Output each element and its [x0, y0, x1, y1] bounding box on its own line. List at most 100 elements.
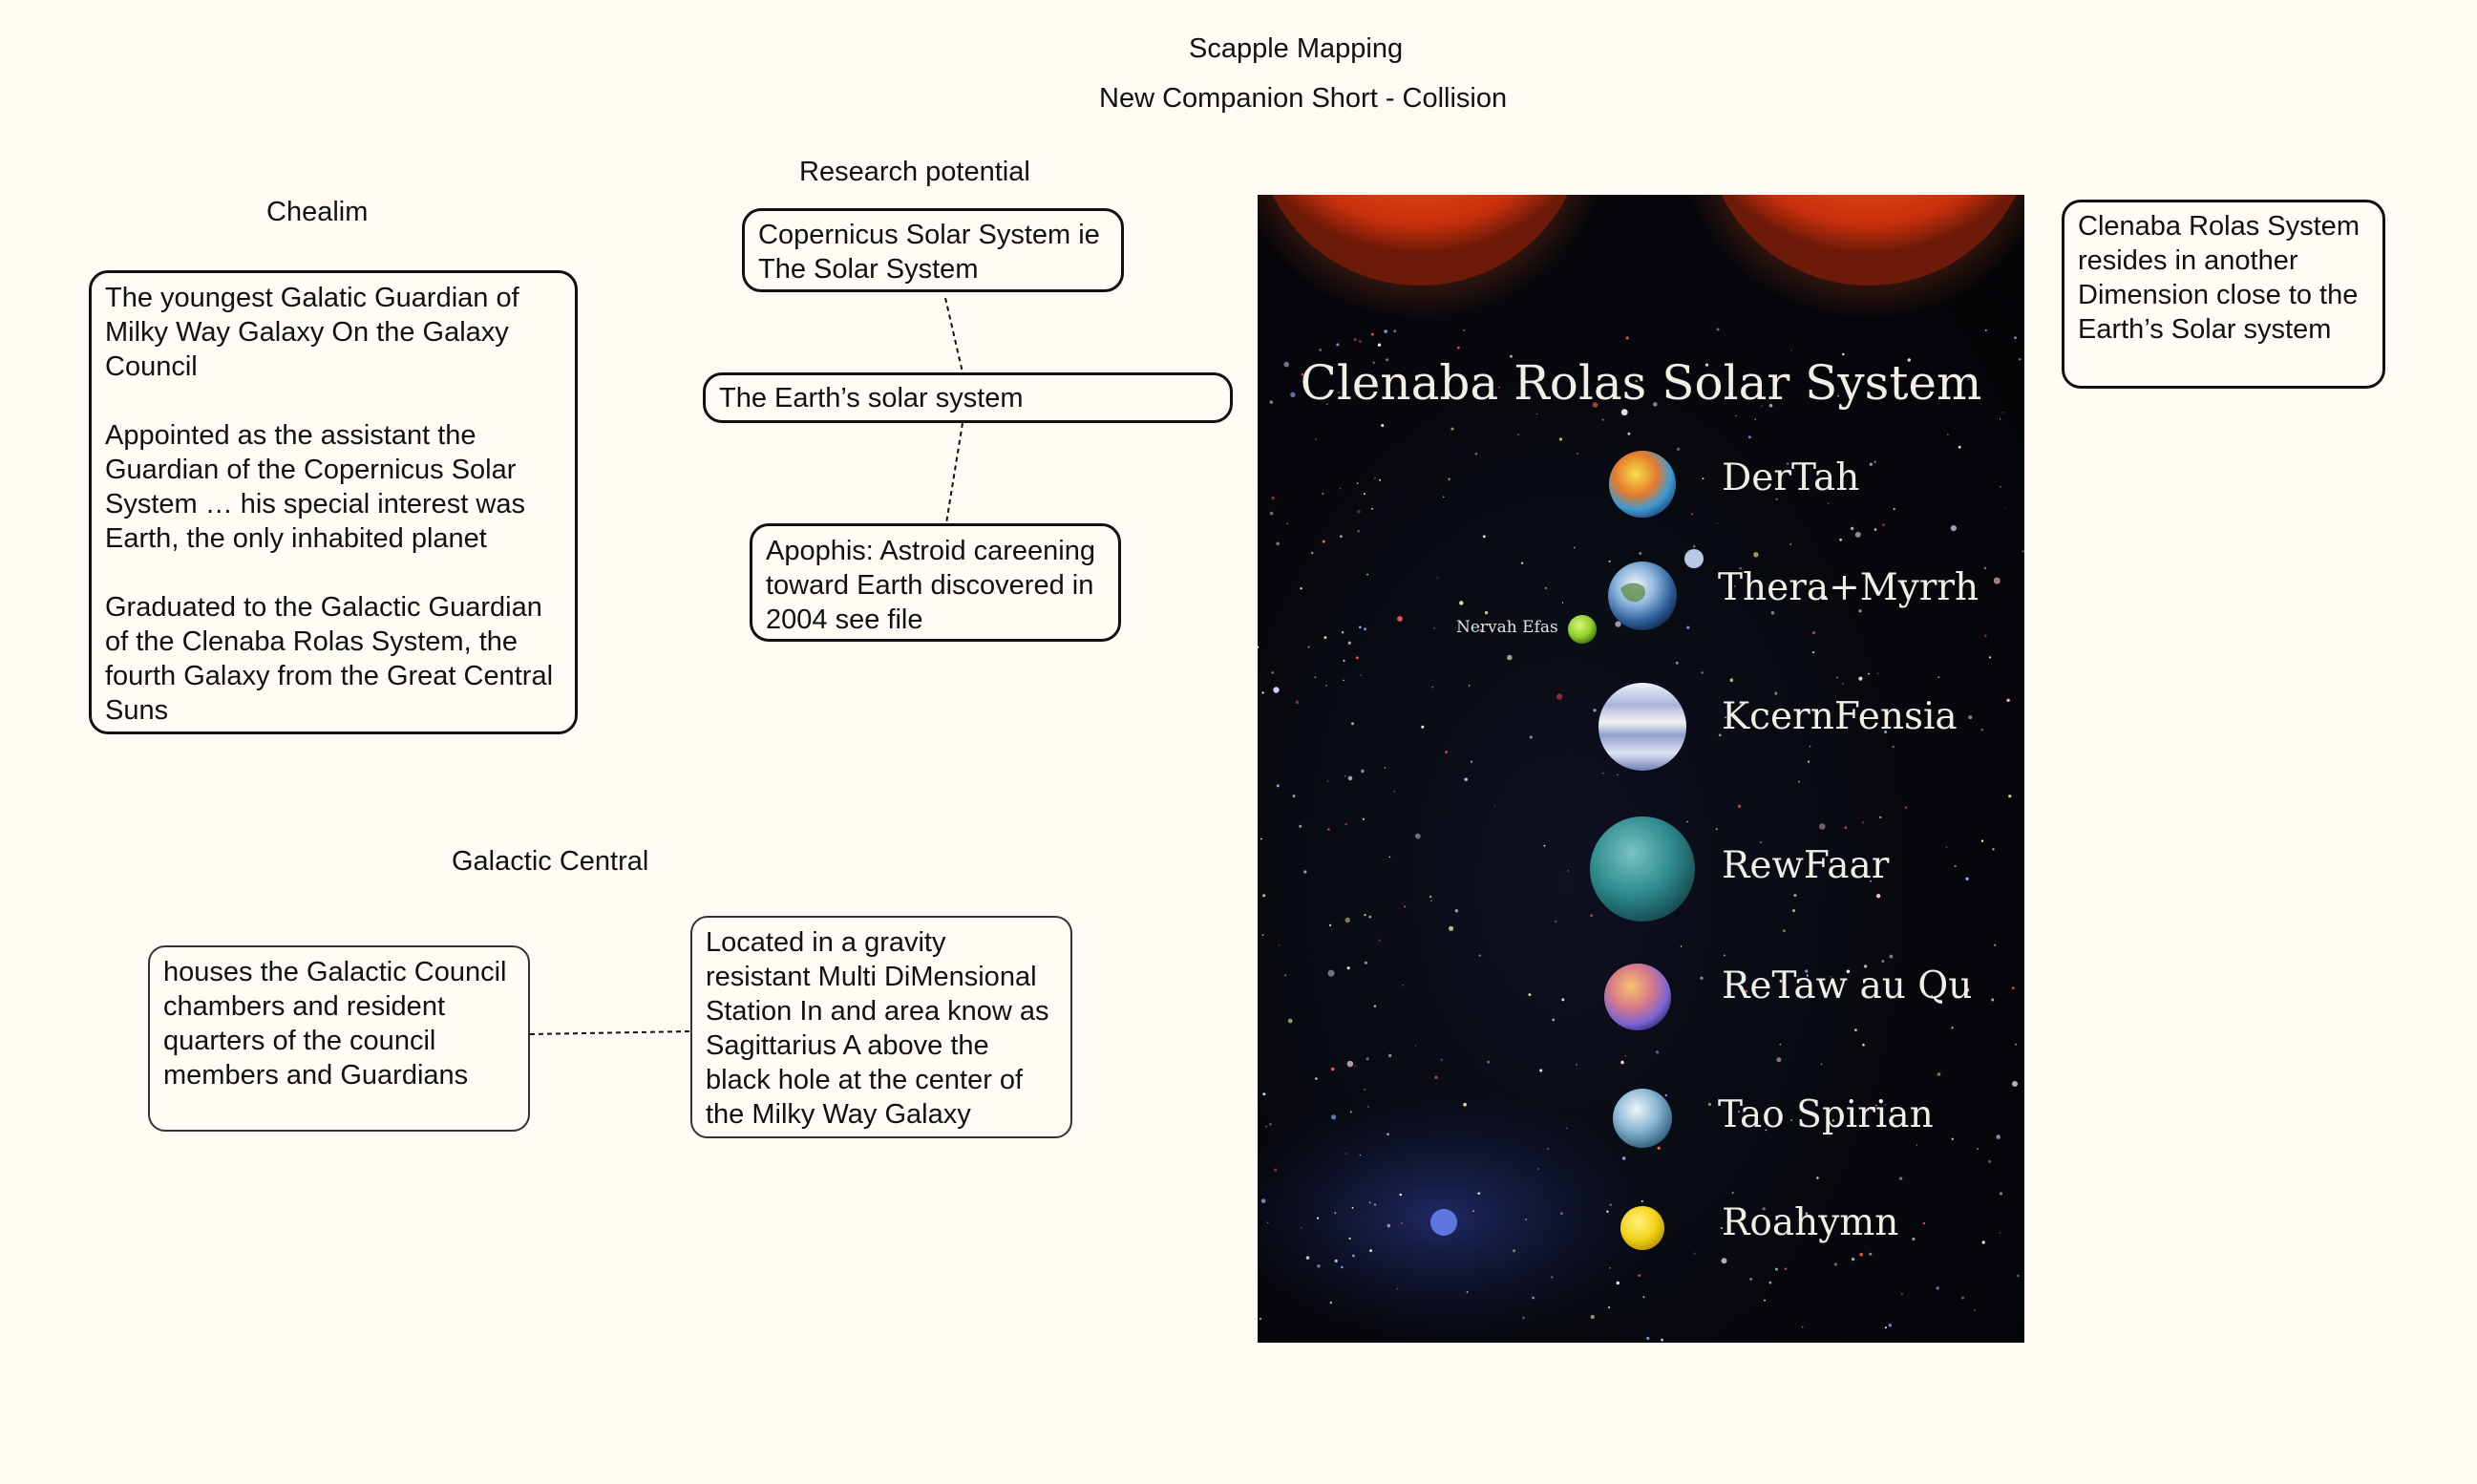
star [1389, 857, 1390, 858]
star [1658, 1147, 1661, 1150]
star [1691, 513, 1693, 515]
star [1694, 1253, 1696, 1255]
star [1276, 542, 1280, 546]
star [1521, 562, 1523, 564]
note-clenaba-dimension[interactable]: Clenaba Rolas System resides in another … [2062, 200, 2385, 389]
star [1783, 929, 1786, 932]
star [1396, 1288, 1398, 1290]
star [2004, 508, 2005, 509]
star [1288, 1019, 1293, 1024]
star [1459, 601, 1463, 604]
label-galactic-central[interactable]: Galactic Central [452, 844, 648, 879]
star [1448, 477, 1450, 480]
star [1366, 574, 1368, 576]
star [1273, 687, 1279, 692]
star [1434, 1076, 1437, 1079]
star [1693, 545, 1696, 548]
star [1327, 781, 1328, 782]
star [1301, 1227, 1302, 1228]
moon-nervah-efas-icon [1568, 615, 1597, 644]
star [2000, 1192, 2002, 1195]
star [1381, 424, 1384, 427]
star [1366, 1057, 1369, 1060]
star [1665, 1094, 1667, 1096]
star [1879, 816, 1881, 818]
star [1397, 616, 1403, 622]
star [1477, 1192, 1480, 1195]
star [1754, 418, 1756, 420]
label-chealim[interactable]: Chealim [266, 195, 368, 229]
star [1359, 626, 1362, 629]
map-subtitle[interactable]: New Companion Short - Collision [1099, 81, 1507, 116]
moon-name-nervah-efas: Nervah Efas [1456, 618, 1558, 637]
star [1317, 1264, 1320, 1267]
star [2017, 1275, 2020, 1278]
star [1445, 751, 1448, 753]
star [1858, 677, 1862, 681]
star [1859, 1253, 1863, 1257]
star [1610, 1203, 1612, 1205]
star [1703, 477, 1704, 479]
star [1437, 577, 1439, 579]
star [1388, 1054, 1391, 1057]
note-copernicus[interactable]: Copernicus Solar System ie The Solar Sys… [742, 208, 1124, 292]
star [1916, 1145, 1917, 1146]
star [1352, 1207, 1354, 1209]
star [1449, 926, 1453, 931]
star [1262, 1092, 1265, 1095]
star [1854, 1028, 1857, 1031]
note-chealim-bio[interactable]: The youngest Galatic Guardian of Milky W… [89, 270, 578, 734]
star [2006, 699, 2009, 702]
star [1530, 735, 1533, 738]
star [1974, 1309, 1976, 1311]
star [1968, 715, 1972, 719]
star [1937, 1286, 1939, 1289]
star [1296, 700, 1300, 704]
star [1717, 523, 1718, 524]
star [1981, 840, 1983, 842]
note-earth-solar-system[interactable]: The Earth’s solar system [703, 372, 1233, 423]
star [1789, 543, 1791, 545]
star [1347, 1061, 1354, 1068]
star [1792, 909, 1795, 912]
star [1641, 1200, 1643, 1202]
star [1625, 1055, 1626, 1056]
note-galactic-houses[interactable]: houses the Galactic Council chambers and… [148, 945, 530, 1132]
star [1768, 1282, 1771, 1284]
star [1261, 1198, 1266, 1203]
cloudy-planet-icon [1613, 1089, 1672, 1148]
star [1602, 419, 1604, 421]
star [1327, 828, 1330, 831]
star [1730, 678, 1734, 682]
star [1982, 1240, 1985, 1243]
star [1513, 1249, 1515, 1252]
star [1676, 662, 1679, 665]
star [1905, 806, 1908, 809]
star [1328, 970, 1335, 977]
note-galactic-location[interactable]: Located in a gravity resistant Multi DiM… [690, 916, 1072, 1138]
star [1937, 676, 1939, 678]
map-title[interactable]: Scapple Mapping [1189, 32, 1403, 66]
star [1722, 1258, 1727, 1263]
star [1870, 463, 1873, 466]
connector-earth-apophis [946, 423, 963, 523]
star [1851, 527, 1853, 530]
star [1951, 1027, 1953, 1028]
star [1608, 1306, 1610, 1308]
star [1300, 587, 1302, 589]
solar-system-poster-image[interactable]: Clenaba Rolas Solar System DerTah Thera+… [1258, 195, 2024, 1343]
star [1403, 985, 1404, 986]
label-research-potential[interactable]: Research potential [799, 155, 1030, 189]
star [1539, 1070, 1542, 1072]
star [1810, 746, 1811, 748]
star [1401, 1222, 1403, 1224]
star [1894, 508, 1895, 510]
star [1483, 535, 1486, 538]
star [1272, 671, 1274, 673]
star [1994, 944, 1996, 946]
star [1432, 687, 1434, 689]
star [1270, 512, 1274, 516]
star [1451, 428, 1454, 431]
note-apophis[interactable]: Apophis: Astroid careening toward Earth … [750, 523, 1121, 642]
